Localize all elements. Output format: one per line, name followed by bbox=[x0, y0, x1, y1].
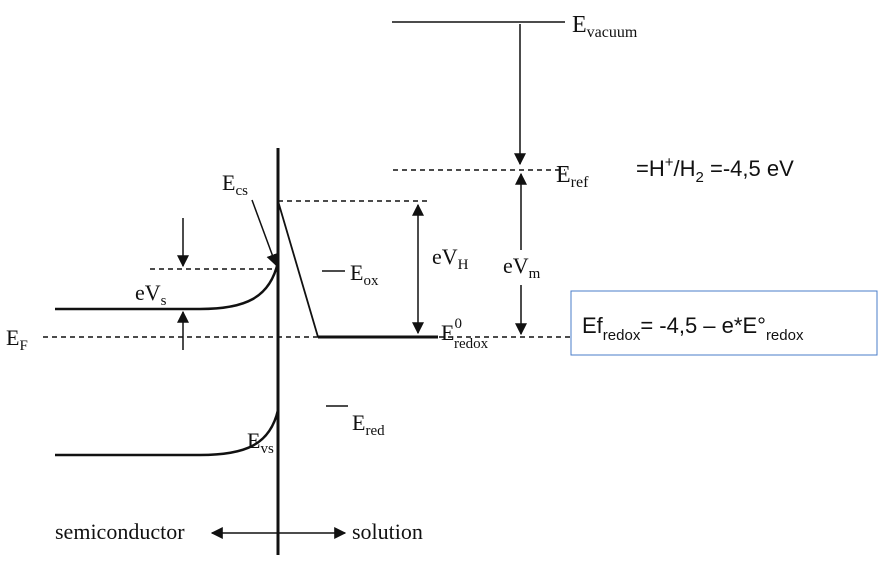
e-red-label: Ered bbox=[352, 410, 385, 439]
redox-equation-box bbox=[570, 290, 878, 356]
e-vs-label: Evs bbox=[247, 428, 274, 457]
e-vacuum-label: Evacuum bbox=[572, 12, 638, 41]
e-f-label: EF bbox=[6, 325, 28, 354]
valence-band-curve bbox=[55, 409, 280, 457]
e-cs-label: Ecs bbox=[222, 170, 248, 199]
ev-s-label: eVs bbox=[135, 280, 167, 309]
redox-equation-annotation: Efredox= -4,5 – e*E°redox bbox=[582, 313, 804, 344]
conduction-band-curve bbox=[55, 261, 280, 311]
helmholtz-drop-line bbox=[277, 200, 319, 338]
e-cs-pointer-arrow bbox=[251, 199, 278, 267]
ref-equation-annotation: =H+/H2 =-4,5 eV bbox=[636, 154, 794, 186]
semiconductor-label: semiconductor bbox=[55, 519, 185, 544]
solution-label: solution bbox=[352, 519, 423, 544]
e-ref-label: Eref bbox=[556, 162, 589, 191]
ev-m-label: eVm bbox=[503, 253, 541, 282]
e-ox-label: Eox bbox=[350, 260, 379, 289]
ev-h-label: eVH bbox=[432, 244, 469, 273]
